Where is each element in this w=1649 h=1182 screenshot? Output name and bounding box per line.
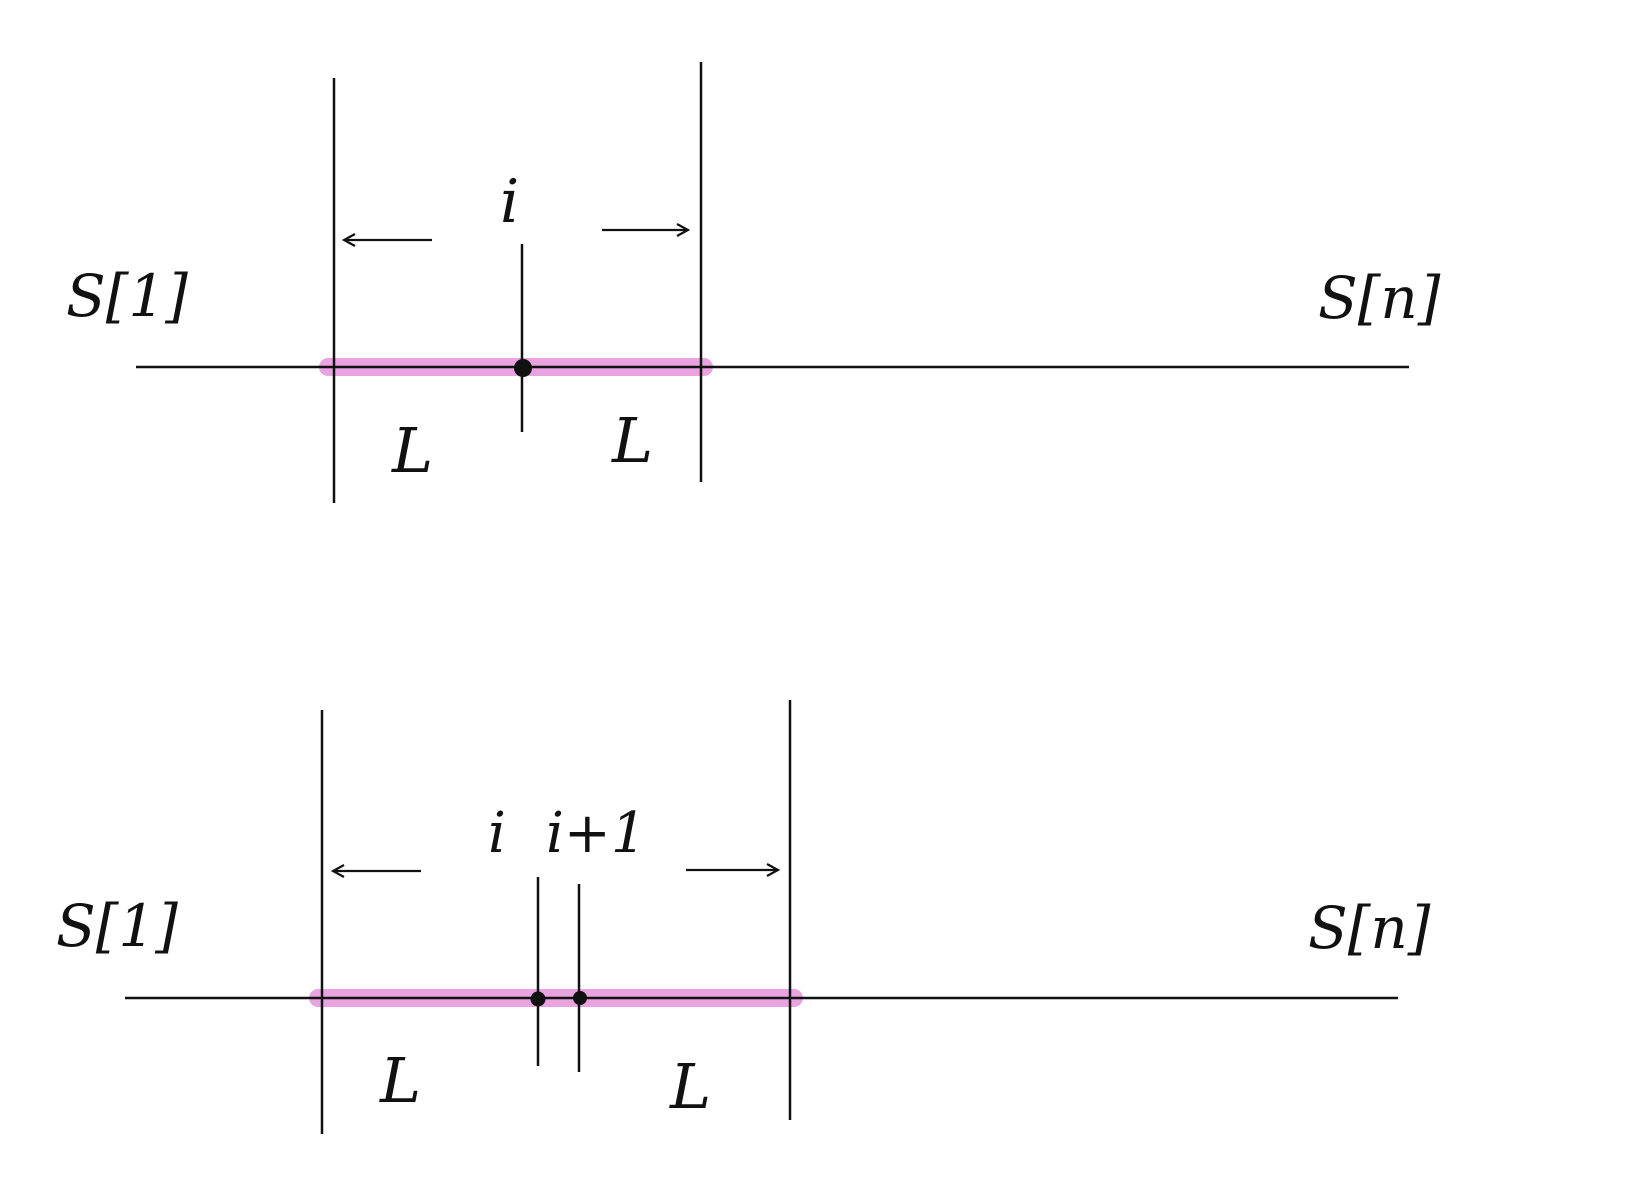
right-span-label: L: [611, 404, 653, 477]
left-end-label: S[1]: [66, 262, 188, 330]
left-end-label: S[1]: [56, 892, 178, 960]
left-span-label: L: [379, 1044, 421, 1117]
index-label: i: [500, 167, 519, 237]
index-point: [530, 991, 546, 1007]
right-end-label: S[n]: [1308, 894, 1431, 962]
right-span-label: L: [669, 1050, 711, 1123]
panel-single-index: S[1] S[n] i L L: [66, 62, 1441, 503]
index-next-label: i+1: [546, 801, 646, 866]
index-point: [514, 359, 532, 377]
index-label: i: [488, 801, 506, 866]
right-end-label: S[n]: [1318, 264, 1441, 332]
left-span-label: L: [391, 414, 433, 487]
panel-two-indices: S[1] S[n] i i+1 L L: [56, 700, 1431, 1134]
index-next-point: [573, 991, 587, 1005]
